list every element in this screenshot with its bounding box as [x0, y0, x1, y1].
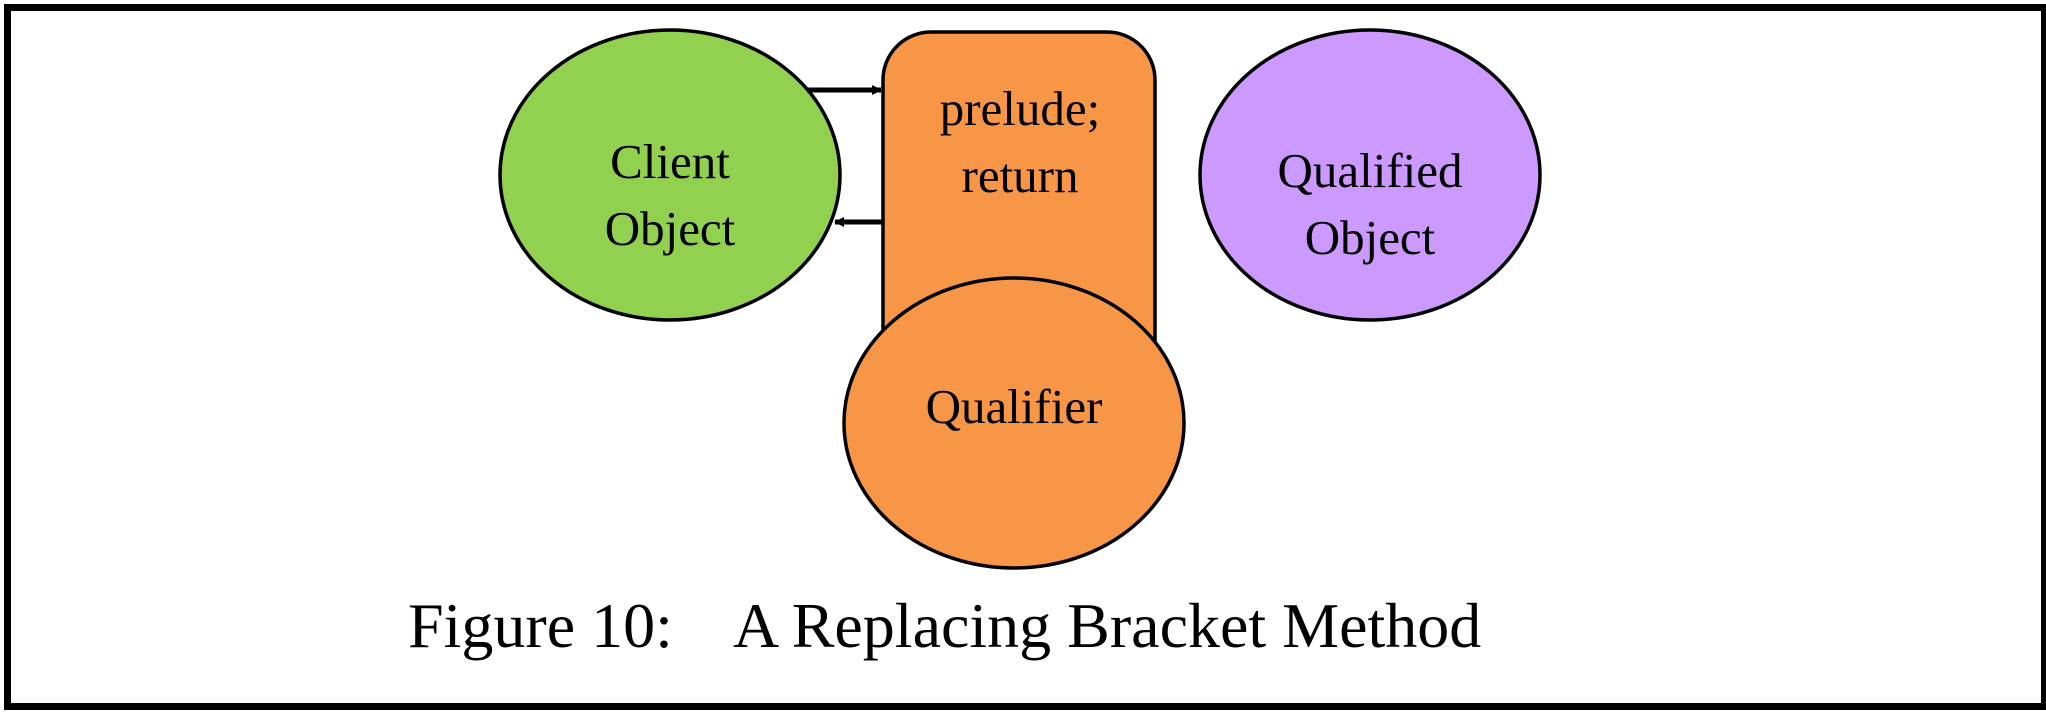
client-object-label-line2: Object — [605, 201, 736, 256]
qualified-object-label-line1: Qualified — [1277, 143, 1462, 198]
bracket-method-label-line2: return — [962, 148, 1079, 203]
qualified-object-node — [1198, 28, 1542, 322]
qualified-object-label-line2: Object — [1305, 210, 1436, 265]
figure-title: A Replacing Bracket Method — [733, 590, 1481, 661]
qualifier-node — [842, 276, 1186, 570]
figure-number: Figure 10: — [408, 590, 673, 661]
client-object-node — [498, 28, 842, 322]
bracket-method-label-line1: prelude; — [940, 81, 1101, 136]
client-object-label-line1: Client — [610, 134, 730, 189]
qualifier-label: Qualifier — [926, 379, 1103, 434]
